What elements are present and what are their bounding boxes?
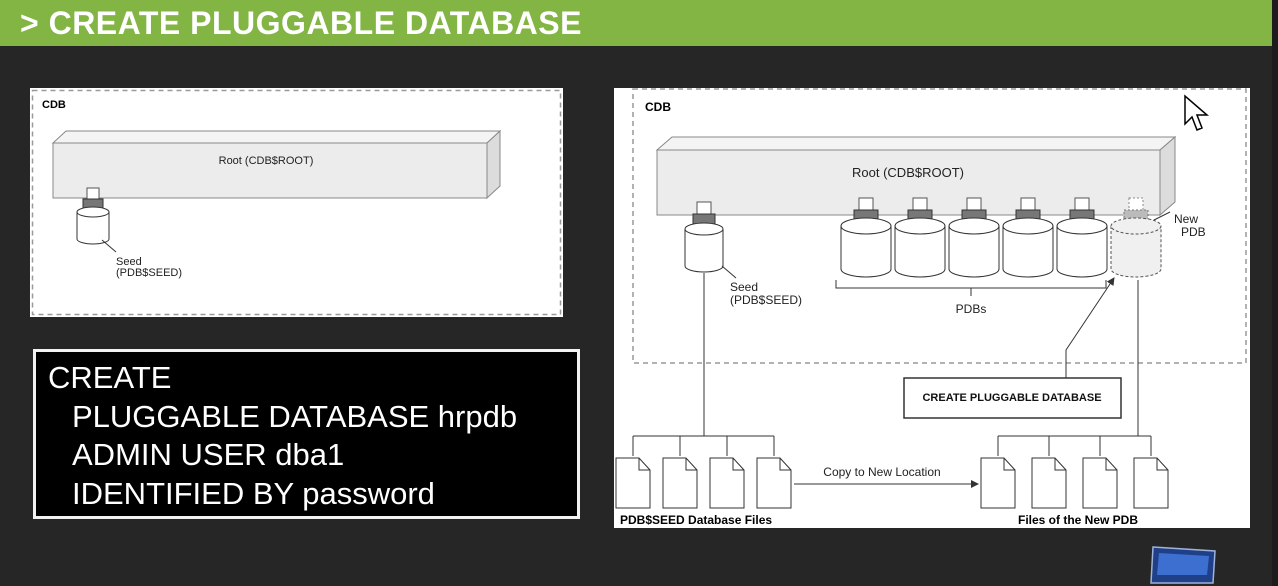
seed-label-line2: (PDB$SEED) [730,293,802,307]
new-files-label: Files of the New PDB [1018,513,1138,527]
mouse-cursor-icon [1184,94,1210,131]
seed-file-icon [709,457,745,509]
root-container [655,135,1177,217]
sql-code-box: CREATE PLUGGABLE DATABASE hrpdb ADMIN US… [33,349,580,519]
seed-files-label: PDB$SEED Database Files [620,513,772,527]
cdb-label: CDB [42,99,66,111]
create-pdb-diagram: CDB Root (CDB$ROOT) Seed (PDB$SEED) New … [615,88,1247,527]
command-box [903,377,1122,419]
slide-title: > CREATE PLUGGABLE DATABASE [0,0,1272,46]
root-container [51,129,502,200]
seed-file-icon [662,457,698,509]
right-diagram-panel: CDB Root (CDB$ROOT) Seed (PDB$SEED) New … [614,88,1250,528]
arrow-to-new-pdb [1065,277,1115,378]
new-pdb-icon [1110,197,1162,278]
root-label: Root (CDB$ROOT) [852,165,964,180]
window-edge [1272,0,1278,586]
new-pdb-label-line1: New [1174,212,1198,226]
root-label: Root (CDB$ROOT) [219,155,314,167]
code-line: PLUGGABLE DATABASE hrpdb [72,398,518,434]
code-line: ADMIN USER dba1 [72,437,345,472]
new-pdb-file-icon [1082,457,1118,509]
pdbs-label: PDBs [956,302,987,316]
seed-label-line1: Seed [116,256,142,268]
copy-label: Copy to New Location [823,465,940,479]
pdbs-bracket [835,280,1107,289]
taskbar-app-icon[interactable] [1147,543,1219,586]
cdb-border [632,88,1247,364]
seed-file-icon [756,457,792,509]
left-diagram-panel: CDB Root (CDB$ROOT) Seed (PDB$SEED) [30,88,563,317]
code-line: CREATE [48,360,172,395]
new-pdb-file-icon [980,457,1016,509]
seed-file-icon [615,457,651,509]
seed-label-line1: Seed [730,280,758,294]
new-pdb-file-icon [1133,457,1169,509]
cdb-border [31,89,562,316]
cdb-label: CDB [645,100,671,114]
cdb-seed-diagram: CDB Root (CDB$ROOT) Seed (PDB$SEED) [31,89,562,316]
seed-label-line2: (PDB$SEED) [116,267,182,279]
new-pdb-file-icon [1031,457,1067,509]
seed-database-icon [76,187,110,245]
code-line: IDENTIFIED BY password [72,475,435,511]
new-pdb-label-line2: PDB [1181,225,1206,239]
command-label: CREATE PLUGGABLE DATABASE [922,392,1101,404]
